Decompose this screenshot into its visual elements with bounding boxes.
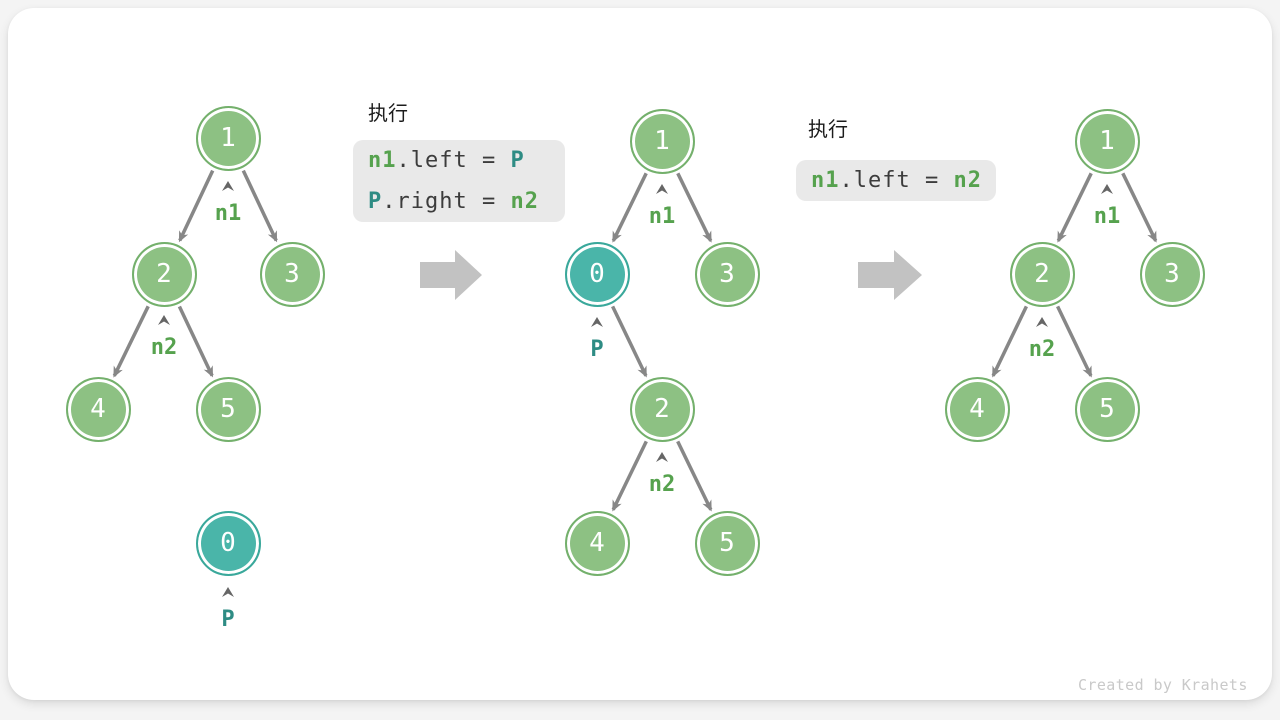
code-token-mid: .right = [382,189,511,214]
node-value: 5 [1099,394,1115,424]
tree1-node-1: 1 [195,105,261,171]
code-line: n1.left = P [368,140,550,181]
code-token-mid: .left = [396,148,511,173]
tree3-node-3: 3 [1139,241,1205,307]
tree2-pointer-p: P [590,337,604,362]
tree1-node-0: 0 [195,510,261,576]
tree2-pointer-n1: n1 [648,204,676,229]
tree3-pointer-n1: n1 [1093,204,1121,229]
code-token-p: P [368,189,383,214]
tree1-pointer-n2: n2 [150,335,178,360]
credit-text: Created by Krahets [1078,676,1248,694]
tree1-node-2: 2 [131,241,197,307]
tree2-pointer-n2: n2 [648,472,676,497]
tree1-pointer-n1: n1 [214,201,242,226]
node-value: 5 [220,394,236,424]
node-value: 0 [589,259,605,289]
code-box-1: n1.left = P P.right = n2 [353,140,565,222]
code-token-mid: .left = [839,168,954,193]
tree2-node-3: 3 [694,241,760,307]
code-line: n1.left = n2 [811,160,981,201]
exec-label-1: 执行 [368,103,408,125]
tree1-node-5: 5 [195,376,261,442]
code-token-n1: n1 [811,168,840,193]
code-token-n2: n2 [953,168,982,193]
node-value: 1 [654,126,670,156]
tree3-node-5: 5 [1074,376,1140,442]
tree3-pointer-n2: n2 [1028,337,1056,362]
node-value: 2 [654,394,670,424]
node-value: 4 [589,528,605,558]
node-value: 0 [220,528,236,558]
tree3-node-4: 4 [944,376,1010,442]
code-token-n2: n2 [510,189,539,214]
tree2-node-2: 2 [629,376,695,442]
node-value: 2 [1034,259,1050,289]
exec-label-2: 执行 [808,119,848,141]
node-value: 3 [1164,259,1180,289]
node-value: 4 [90,394,106,424]
tree3-node-2: 2 [1009,241,1075,307]
code-box-2: n1.left = n2 [796,160,996,201]
tree2-node-0: 0 [564,241,630,307]
node-value: 4 [969,394,985,424]
tree2-node-4: 4 [564,510,630,576]
tree1-pointer-p: P [221,607,235,632]
tree2-node-1: 1 [629,108,695,174]
tree2-node-5: 5 [694,510,760,576]
node-value: 2 [156,259,172,289]
node-value: 5 [719,528,735,558]
node-value: 3 [719,259,735,289]
node-value: 3 [284,259,300,289]
figure-card [8,8,1272,700]
node-value: 1 [220,123,236,153]
tree1-node-4: 4 [65,376,131,442]
code-line: P.right = n2 [368,181,550,222]
code-token-n1: n1 [368,148,397,173]
node-value: 1 [1099,126,1115,156]
code-token-p: P [510,148,525,173]
tree1-node-3: 3 [259,241,325,307]
tree3-node-1: 1 [1074,108,1140,174]
